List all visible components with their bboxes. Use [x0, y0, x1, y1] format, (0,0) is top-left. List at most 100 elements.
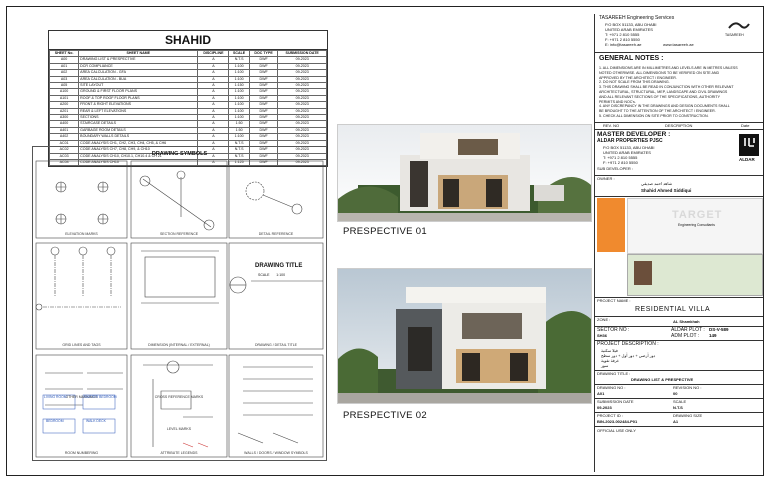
zone-value: AL Shamkhah: [673, 319, 700, 324]
consultant-name: TASAREEH Engineering Services: [599, 15, 675, 21]
project-description-4: سور: [601, 363, 609, 368]
contractor-sub: Engineering Consultants: [678, 223, 715, 227]
table-cell: A100: [48, 88, 80, 96]
official-use-label: OFFICIAL USE ONLY: [597, 428, 636, 433]
consultant-fax: F: +971 2 810 5550: [605, 37, 640, 42]
sub-developer-label: SUB DEVELOPER :: [597, 166, 634, 171]
developer-address-1: P.O BOX 51133, ABU DHABI: [603, 145, 655, 150]
table-cell: ROOF & TOP ROOF FLOOR PLANS: [78, 94, 199, 103]
room-label-walk-deck: WALK DECK: [86, 419, 106, 423]
drawing-size-value: A1: [673, 419, 679, 424]
table-cell: CODE ANALYSIS CH7, CH8, CH9, & CH10: [78, 146, 199, 154]
revision-header-no: REV. NO: [603, 123, 620, 128]
project-description-label: PROJECT DESCRIPTION :: [597, 341, 659, 347]
contractor-stamp-color: [597, 198, 625, 252]
cell-section-reference: SECTION REFERENCE: [131, 161, 227, 238]
perspective-02-render: [337, 268, 592, 404]
contractor-stamp: TARGET Engineering Consultants: [627, 198, 763, 254]
drawing-title-value: DRAWING LIST & PRESPECTIVE: [631, 377, 694, 382]
consultant-email: E: info@tasareeh.ae: [605, 42, 642, 47]
table-cell: A400: [48, 120, 80, 128]
consultant-address-2: UNITED ARAB EMIRATES: [605, 27, 653, 32]
aldar-plot-label: ALDAR PLOT :: [671, 327, 705, 333]
schedule-header-cell: SHEET No.: [48, 49, 80, 58]
schedule-header-cell: SUBMISSION DATE: [277, 49, 327, 58]
table-cell: 09-2023: [277, 75, 327, 84]
drawing-size-label: DRAWING SIZE: [673, 413, 703, 418]
table-cell: 09-2023: [277, 56, 327, 64]
table-cell: 1:100: [228, 75, 250, 84]
project-description-3: غرفة تقوية: [601, 358, 619, 363]
sector-label: SECTOR NO :: [597, 327, 630, 333]
drawing-title-scale-label: SCALE 1:100: [258, 273, 286, 277]
perspective-02-label: PRESPECTIVE 02: [343, 410, 427, 421]
project-name-label: PROJECT NAME :: [597, 298, 631, 303]
general-note-line: ARCHITECTURAL, STRUCTURAL, MEP, LANDSCAP…: [599, 90, 728, 94]
table-cell: A05: [48, 81, 80, 90]
drawing-no-value: A01: [597, 391, 605, 396]
caption-elevation-marks: ELEVATION MARKS: [65, 232, 98, 236]
cell-cross-reference: CROSS REFERENCE MARKS LEVEL MARKS ATTRIB…: [131, 355, 227, 457]
revision-no-value: 00: [673, 391, 678, 396]
revision-header-date: Date: [741, 123, 750, 128]
table-cell: 09-2023: [277, 88, 327, 96]
table-cell: 09-2023: [277, 114, 327, 122]
caption-grid-lines: GRID LINES AND TAGS: [62, 343, 101, 347]
general-notes-title: GENERAL NOTES :: [599, 55, 664, 62]
drawing-title-label: DRAWING TITLE :: [597, 371, 631, 376]
table-cell: 09-2023: [277, 101, 327, 109]
aldar-plot-value: DS-V-589: [709, 327, 729, 332]
caption-other-markings: OTHER MARKINGS: [65, 395, 98, 399]
table-cell: A101: [48, 94, 80, 103]
general-note-line: PERMITS AND NOC's.: [599, 99, 636, 104]
table-cell: 09-2023: [277, 81, 327, 90]
general-note-line: 4. ANY DISCREPANCY IN THE DRAWINGS AND D…: [599, 104, 730, 109]
general-note-line: AND ALL RELEVANT SECTIONS OF THE SPECIFI…: [599, 94, 721, 99]
caption-attribute-legends: ATTRIBUTE LEGENDS: [160, 451, 198, 455]
table-cell: N.T.S: [228, 152, 250, 160]
room-label-master-bedroom: MASTER BEDROOM: [84, 395, 117, 399]
table-cell: A00: [48, 56, 80, 64]
caption-dimension: DIMENSION (INTERNAL / EXTERNAL): [148, 343, 210, 347]
project-description-1: فيلا سكنية: [601, 348, 618, 353]
caption-cross-reference: CROSS REFERENCE MARKS: [154, 395, 204, 399]
table-cell: 1:100: [228, 114, 250, 122]
owner-name: Shahid Ahmed Siddiqui: [641, 188, 692, 193]
table-cell: 1:100: [228, 88, 250, 96]
engineer-id-card: [627, 254, 763, 296]
table-cell: N.T.S: [228, 146, 250, 154]
table-cell: AC03: [48, 152, 80, 160]
drawing-sheet-border: [6, 6, 764, 476]
submission-date-value: 09-2023: [597, 405, 612, 410]
owner-arabic-name: شاهد احمد صديقي: [641, 181, 672, 186]
general-note-line: BE BROUGHT TO THE ATTENTION OF THE ARCHI…: [599, 109, 716, 114]
cell-detail-reference: DETAIL REFERENCE: [229, 161, 323, 238]
table-cell: 1:125: [228, 158, 250, 167]
symbols-sketch: [35, 160, 324, 458]
table-cell: 1:100: [228, 69, 250, 77]
perspective-01-render: [337, 124, 592, 222]
consultant-phone: T: +971 2 810 5555: [605, 32, 640, 37]
table-cell: A402: [48, 133, 80, 141]
table-cell: AC02: [48, 146, 80, 154]
aldar-logo-text: ALDAR: [739, 157, 755, 162]
table-cell: A02: [48, 69, 80, 77]
table-cell: A401: [48, 126, 80, 135]
cell-grid-lines: GRID LINES AND TAGS: [36, 243, 127, 349]
table-cell: 09-2023: [277, 120, 327, 128]
table-cell: 09-2023: [277, 69, 327, 77]
table-cell: A01: [48, 62, 80, 71]
adm-plot-value: 149: [709, 333, 717, 338]
adm-plot-label: ADM PLOT :: [671, 333, 700, 339]
cell-elevation-marks: ELEVATION MARKS: [36, 161, 127, 238]
table-cell: 1:100: [228, 94, 250, 103]
table-cell: CODE ANALYSIS CH10: [78, 158, 199, 167]
